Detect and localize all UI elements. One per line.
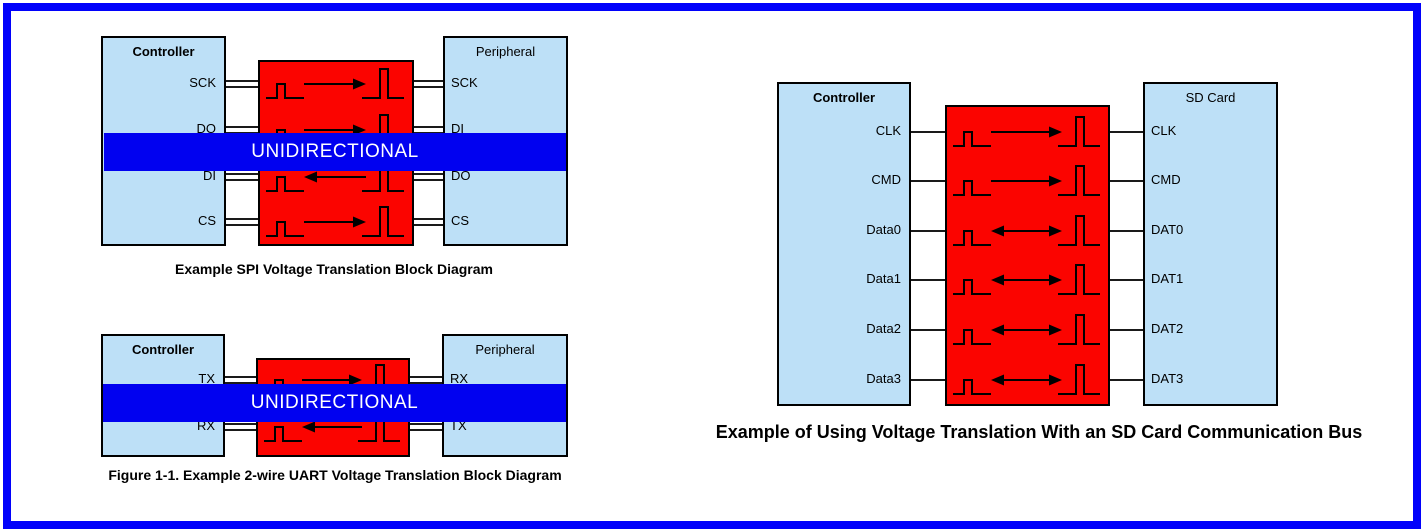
sd-right-signal-label: DAT1: [1151, 271, 1184, 286]
spi-left-signal-label: DO: [196, 121, 217, 136]
spi-row3-left-wire: [224, 218, 260, 226]
sd-left-signal-label: CLK: [875, 123, 901, 138]
sd-left-block: Controller: [777, 82, 911, 406]
uart-row0-left-wire: [223, 376, 258, 384]
sd-row4-left-wire: [909, 329, 947, 331]
sd-right-signal-label: DAT3: [1151, 371, 1184, 386]
uart-figure-caption: Figure 1-1. Example 2-wire UART Voltage …: [108, 467, 562, 483]
sd-right-signal-label: CLK: [1151, 123, 1177, 138]
sd-figure-caption: Example of Using Voltage Translation Wit…: [715, 422, 1363, 442]
sd-left-signal-label: Data0: [866, 222, 901, 237]
sd-left-signal-label: Data3: [866, 371, 901, 386]
uart-unidirectional-banner: UNIDIRECTIONAL: [103, 384, 566, 422]
spi-unidirectional-banner: UNIDIRECTIONAL: [104, 133, 566, 171]
spi-right-signal-label: SCK: [451, 75, 478, 90]
spi-figure-caption: Example SPI Voltage Translation Block Di…: [175, 261, 493, 277]
spi-unidirectional-banner-label: UNIDIRECTIONAL: [251, 141, 419, 162]
sd-row3-left-wire: [909, 279, 947, 281]
spi-left-block-title: Controller: [132, 44, 195, 59]
uart-left-block-title: Controller: [131, 342, 195, 357]
sd-right-signal-label: CMD: [1151, 172, 1181, 187]
sd-right-block: SD Card: [1143, 82, 1278, 406]
sd-right-block-title: SD Card: [1185, 90, 1236, 105]
spi-left-signal-label: CS: [197, 213, 216, 228]
uart-row1-right-wire: [408, 423, 444, 431]
sd-row1-left-wire: [909, 180, 947, 182]
uart-right-block-title: Peripheral: [475, 342, 535, 357]
sd-translator-block: [945, 105, 1110, 406]
spi-right-block-title: Peripheral: [475, 44, 536, 59]
sd-row0-right-wire: [1108, 131, 1145, 133]
spi-right-signal-label: DI: [451, 121, 464, 136]
sd-row5-right-wire: [1108, 379, 1145, 381]
uart-right-signal-label: RX: [450, 371, 469, 386]
sd-right-signal-label: DAT2: [1151, 321, 1184, 336]
sd-left-signal-label: Data2: [866, 321, 901, 336]
uart-unidirectional-banner-label: UNIDIRECTIONAL: [250, 392, 419, 413]
spi-left-signal-label: SCK: [189, 75, 216, 90]
sd-row0-left-wire: [909, 131, 947, 133]
spi-right-signal-label: DO: [451, 168, 471, 183]
uart-row0-right-wire: [408, 376, 444, 384]
spi-row2-left-wire: [224, 173, 260, 181]
sd-left-signal-label: CMD: [871, 172, 901, 187]
spi-row0-left-wire: [224, 80, 260, 88]
sd-row5-left-wire: [909, 379, 947, 381]
sd-left-block-title: Controller: [812, 90, 876, 105]
spi-row3-right-wire: [412, 218, 445, 226]
sd-row2-right-wire: [1108, 230, 1145, 232]
sd-row4-right-wire: [1108, 329, 1145, 331]
sd-row1-right-wire: [1108, 180, 1145, 182]
sd-row2-left-wire: [909, 230, 947, 232]
spi-right-signal-label: CS: [451, 213, 470, 228]
sd-left-signal-label: Data1: [866, 271, 901, 286]
sd-right-signal-label: DAT0: [1151, 222, 1184, 237]
uart-row1-left-wire: [223, 423, 258, 431]
sd-row3-right-wire: [1108, 279, 1145, 281]
spi-row0-right-wire: [412, 80, 445, 88]
spi-left-signal-label: DI: [203, 168, 216, 183]
uart-left-signal-label: TX: [198, 371, 215, 386]
spi-row2-right-wire: [412, 173, 445, 181]
